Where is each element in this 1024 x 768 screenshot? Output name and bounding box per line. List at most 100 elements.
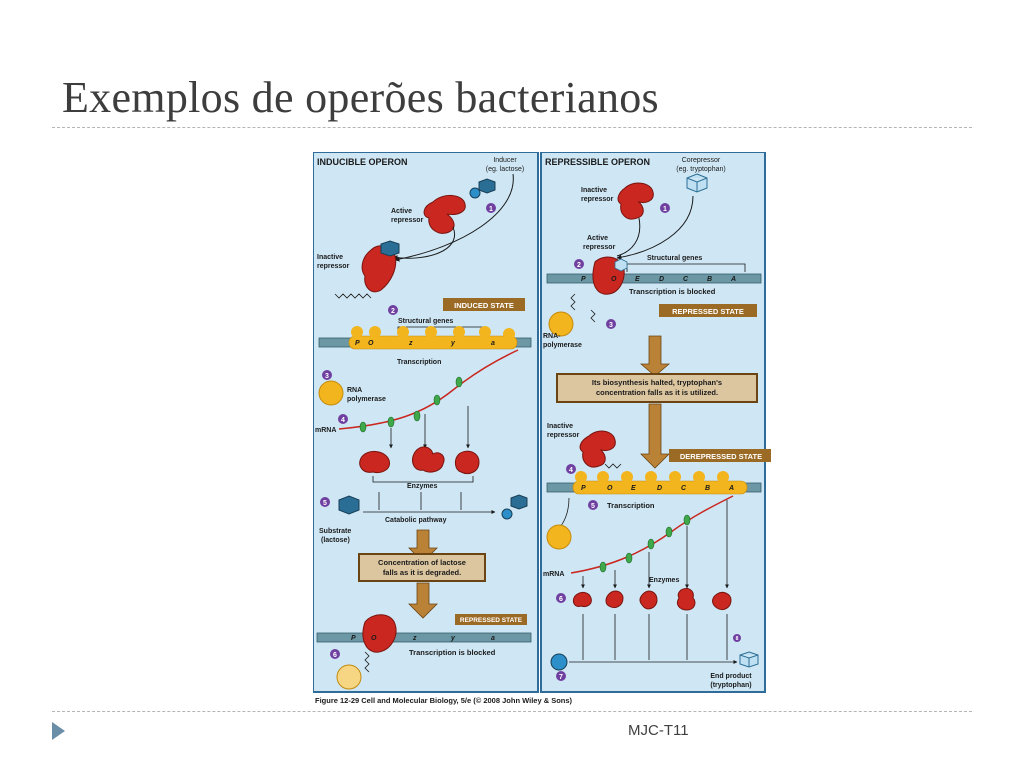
bound-corepressor: [614, 258, 628, 272]
step-circle-r8: [733, 634, 741, 642]
repressed-state-text-right: REPRESSED STATE: [672, 307, 744, 316]
gene-label-y: y: [450, 340, 456, 347]
feedback-arrow-right-top: [639, 335, 671, 377]
dna-strand-repressed-left: [316, 632, 532, 643]
inducer-molecule: [469, 178, 496, 199]
dna-strand-repressed-right: [546, 273, 762, 284]
step-number-5: 5: [323, 500, 327, 507]
mrna-label-right: mRNA: [543, 571, 564, 578]
substrate-product-molecule: [501, 494, 528, 520]
repressed-state-badge-right: [659, 304, 757, 317]
step-circle-3: [322, 370, 332, 380]
gene-label-re: E: [635, 276, 640, 283]
gene-label-rb: B: [707, 276, 712, 283]
active-repressor-label: Active: [391, 208, 412, 215]
dna-strand-derepressed: [546, 471, 762, 495]
gene-label-db: B: [705, 485, 710, 492]
gene-label-rp: P: [581, 276, 586, 283]
repressible-heading: REPRESSIBLE OPERON: [545, 157, 650, 167]
corepressor-molecule: [686, 173, 708, 193]
step-number-r5: 5: [591, 503, 595, 510]
bound-repressor-tether-left: [364, 651, 370, 673]
inactive-repressor-sublabel-right: repressor: [581, 196, 614, 203]
step-number-r4: 4: [569, 467, 573, 474]
gene-label-dc: C: [681, 485, 687, 492]
step-number-6: 6: [333, 652, 337, 659]
gene-label-do: O: [607, 485, 613, 492]
gene-label-a: a: [491, 340, 495, 347]
induced-state-badge: [443, 298, 525, 311]
substrate-molecule: [338, 495, 360, 515]
inducer-binding-arrow: [394, 173, 514, 262]
inducer-label: Inducer: [493, 157, 517, 164]
rna-polymerase-sublabel-right: polymerase: [543, 342, 582, 349]
repressed-state-text-left: REPRESSED STATE: [460, 617, 523, 624]
corepressor-label: Corepressor: [682, 157, 721, 164]
footer-divider: [52, 711, 972, 712]
enzymes-bracket: [372, 476, 474, 483]
rna-polymerase-shape: [318, 380, 344, 406]
rna-polymerase-sublabel: polymerase: [347, 396, 386, 403]
inactive-repressor-sublabel-right-2: repressor: [547, 432, 580, 439]
step-number-r8: 8: [736, 636, 739, 642]
active-repressor-label-right: Active: [587, 235, 608, 242]
inactive-repressor-shape-right: [617, 182, 654, 220]
rna-polymerase-label-right: RNA-: [543, 333, 561, 340]
rna-polymerase-right: [548, 311, 574, 337]
step-circle-r7: [556, 671, 566, 681]
gene-label-y-repressed: y: [450, 635, 456, 642]
polymerase-tether-right: [590, 309, 596, 323]
step-circle-5: [320, 497, 330, 507]
transcription-blocked-label-right: Transcription is blocked: [629, 287, 716, 296]
step-number-r3: 3: [609, 322, 613, 329]
operon-diagram: INDUCIBLE OPERON Inducer (eg. lactose) 1…: [313, 152, 771, 705]
biosynthesis-note-line-2: concentration falls as it is utilized.: [596, 388, 718, 397]
slide-bullet-icon: [52, 722, 65, 740]
inactive-repressor-sublabel: repressor: [317, 263, 350, 270]
gene-label-z-repressed: z: [412, 635, 417, 642]
repressor-activation-arrow: [616, 217, 641, 257]
step-number-1: 1: [489, 206, 493, 213]
gene-label-rd: D: [659, 276, 664, 283]
step-circle-r4: [566, 464, 576, 474]
step-circle-2: [388, 305, 398, 315]
transcription-blocked-label-left: Transcription is blocked: [409, 648, 496, 657]
gene-label-ra: A: [730, 276, 736, 283]
step-circle-6: [330, 649, 340, 659]
biosynthesis-note-box: [556, 373, 758, 403]
inducer-sublabel: (eg. lactose): [486, 166, 525, 173]
step-circle-r6: [556, 593, 566, 603]
released-repressor-shape: [579, 430, 616, 468]
concentration-note-line-2: falls as it is degraded.: [383, 568, 461, 577]
feedback-arrow-right-bottom: [640, 403, 670, 469]
gene-label-rc: C: [683, 276, 689, 283]
repressor-conversion-arrow: [392, 226, 456, 261]
gene-label-ro: O: [611, 276, 617, 283]
induced-state-text: INDUCED STATE: [454, 301, 514, 310]
ribosomes-right: [599, 514, 691, 573]
repressor-tether: [334, 293, 372, 299]
gene-label-a-repressed: a: [491, 635, 495, 642]
inactive-repressor-label-right: Inactive: [581, 187, 607, 194]
gene-label-dp: P: [581, 485, 586, 492]
title-divider: [52, 127, 972, 128]
end-product-molecule: [739, 651, 759, 668]
mrna-label: mRNA: [315, 427, 336, 434]
gene-label-dd: D: [657, 485, 662, 492]
step-number-2: 2: [391, 308, 395, 315]
ribosomes: [359, 376, 463, 433]
concentration-note-line-1: Concentration of lactose: [378, 558, 466, 567]
derepressed-state-badge: [669, 449, 771, 462]
active-repressor-sublabel-right: repressor: [583, 244, 616, 251]
corepressor-binding-arrow: [616, 195, 694, 260]
enzymes-shapes-right: [572, 587, 732, 611]
dna-strand-induced: [318, 326, 532, 350]
bound-repressor-left: [362, 614, 397, 653]
gene-label-z: z: [408, 340, 413, 347]
rna-polymerase-right-2: [546, 524, 572, 550]
structural-genes-label-right: Structural genes: [647, 255, 702, 262]
corepressor-sublabel: (eg. tryptophan): [676, 166, 725, 173]
repressed-state-badge-left: [455, 614, 527, 625]
step-circle-r1: [660, 203, 670, 213]
inactive-repressor-complex: [361, 240, 400, 293]
